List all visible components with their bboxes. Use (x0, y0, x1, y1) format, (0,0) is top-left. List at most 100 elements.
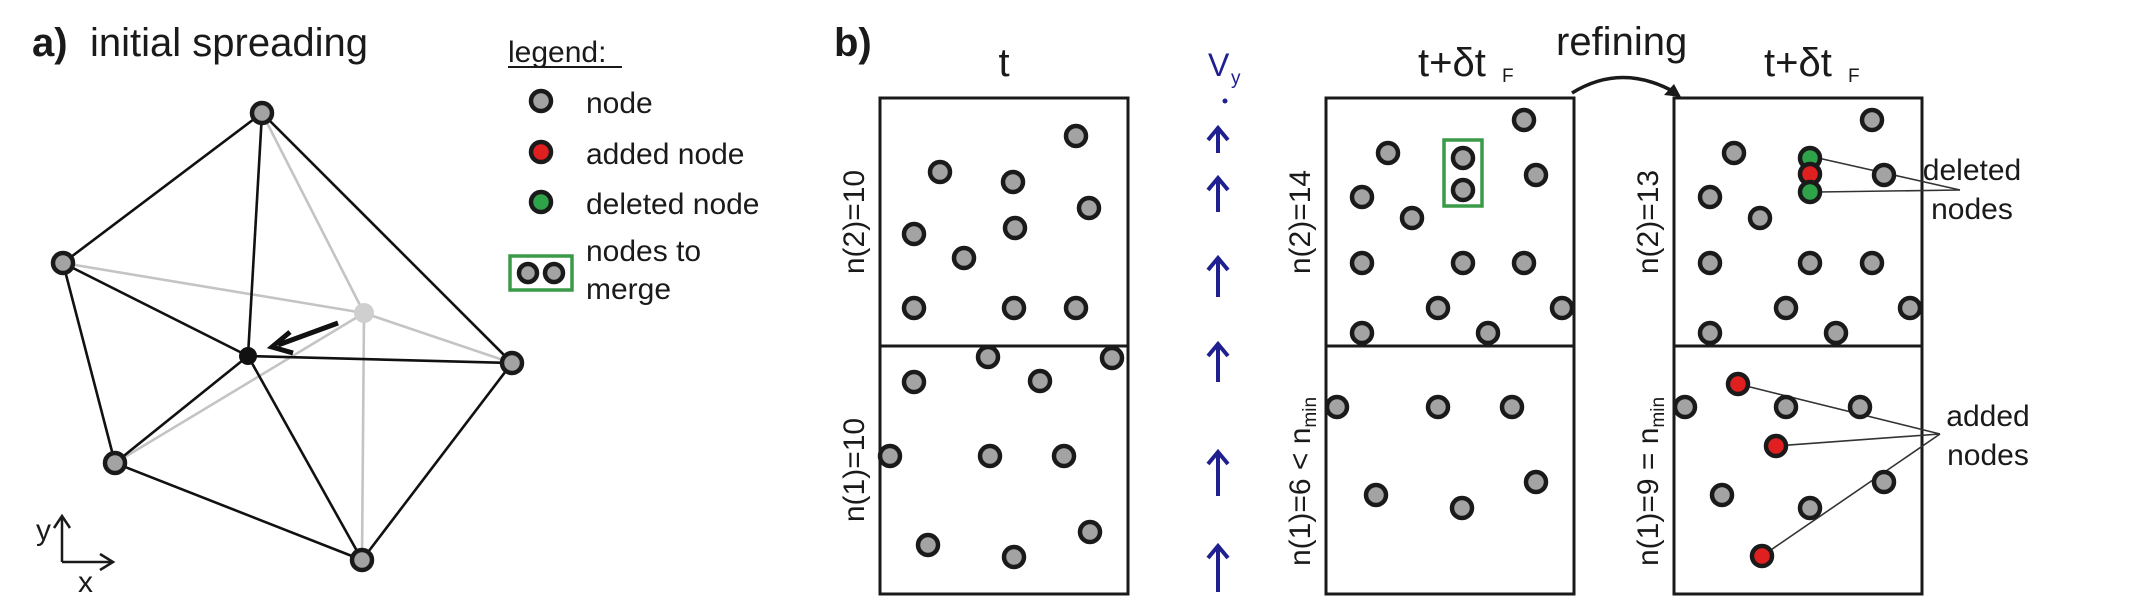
legend-merge-node (542, 261, 566, 285)
annotation-pointers (1737, 157, 1961, 557)
column-3-lower-count: n(1)=9 = nmin (1632, 397, 1669, 566)
legend-node-symbol (528, 88, 554, 114)
mesh-edge (62, 261, 249, 358)
node (1773, 394, 1799, 420)
node (901, 295, 927, 321)
column-1-title: t (998, 41, 1009, 85)
node (1349, 184, 1375, 210)
node (1549, 295, 1575, 321)
node (1697, 320, 1723, 346)
column-3-nodes (1672, 107, 1923, 569)
node (1697, 184, 1723, 210)
panel-b: b) t V y t+δt F refining t+δt F n(2)=10 … (834, 20, 2030, 596)
node (1697, 250, 1723, 276)
node (901, 221, 927, 247)
arrow-shaft (277, 320, 339, 348)
node (977, 443, 1003, 469)
legend-heading: legend: (508, 36, 606, 69)
node (1425, 394, 1451, 420)
node (1450, 145, 1476, 171)
velocity-arrowhead (1206, 542, 1230, 560)
node (915, 532, 941, 558)
node (1449, 495, 1475, 521)
velocity-arrowhead (1206, 340, 1230, 358)
previous-edge (260, 112, 366, 314)
node (1523, 469, 1549, 495)
mesh-edge (360, 362, 514, 561)
panel-a-letter: a) (32, 21, 68, 65)
velocity-symbol: V (1208, 47, 1230, 83)
column-3-title: t+δt (1764, 41, 1832, 85)
node (1450, 250, 1476, 276)
displacement-arrow (266, 320, 339, 356)
node (1871, 469, 1897, 495)
node (1523, 162, 1549, 188)
node (951, 245, 977, 271)
node (877, 443, 903, 469)
node (1324, 394, 1350, 420)
mesh-edge (62, 111, 263, 265)
node (1773, 295, 1799, 321)
panel-a-title: initial spreading (90, 21, 368, 65)
legend-added-node-label: added node (586, 138, 745, 171)
column-1-nodes (877, 123, 1125, 570)
node (1002, 215, 1028, 241)
node (1375, 140, 1401, 166)
node (1499, 394, 1525, 420)
legend-deleted-node-label: deleted node (586, 188, 760, 221)
node (1349, 320, 1375, 346)
legend-node-label: node (586, 87, 653, 120)
mesh-node (249, 100, 275, 126)
node (1099, 345, 1125, 371)
y-axis-arrowhead (52, 513, 72, 529)
column-3-upper-count: n(2)=13 (1632, 170, 1665, 274)
node (1511, 107, 1537, 133)
velocity-dot (1222, 98, 1228, 104)
added-node (1725, 371, 1751, 397)
deleted-pointer (1817, 189, 1961, 193)
node (901, 369, 927, 395)
current-mesh-edges (61, 111, 514, 562)
column-2-lower-count-main: n(1)=6 < n (1284, 428, 1317, 566)
column-2-title: t+δt (1418, 41, 1486, 85)
node (1001, 295, 1027, 321)
mesh-node (50, 250, 76, 276)
node (1511, 250, 1537, 276)
node (1797, 250, 1823, 276)
legend-added-node-symbol (528, 139, 554, 165)
node (975, 344, 1001, 370)
previous-node-position (354, 303, 374, 323)
column-3-lower-count-main: n(1)=9 = n (1632, 428, 1665, 566)
x-axis-label: x (78, 566, 93, 599)
added-pointer (1761, 433, 1941, 557)
node (1847, 394, 1873, 420)
previous-edge (360, 312, 366, 561)
previous-mesh-edges (62, 112, 513, 561)
deleted-nodes-label-line2: nodes (1931, 193, 2013, 226)
node (1349, 250, 1375, 276)
node (1363, 482, 1389, 508)
column-3-box (1672, 96, 1924, 596)
previous-edge (62, 261, 365, 315)
velocity-arrowhead (1206, 254, 1230, 272)
legend-merge-label-line1: nodes to (586, 235, 701, 268)
added-nodes-label-line2: nodes (1947, 439, 2029, 472)
velocity-arrowhead (1206, 448, 1230, 466)
merge-frame (1442, 138, 1484, 208)
node (1001, 544, 1027, 570)
node (1450, 177, 1476, 203)
mesh-edge (246, 355, 364, 561)
column-2-lower-count: n(1)=6 < nmin (1284, 397, 1321, 566)
node (1076, 195, 1102, 221)
node (1797, 495, 1823, 521)
axes-indicator: y x (36, 513, 116, 599)
mesh-edge (247, 354, 513, 365)
column-1-lower-count: n(1)=10 (838, 418, 871, 522)
column-2-box (1324, 96, 1576, 596)
node (1475, 320, 1501, 346)
refining-arrow (1571, 75, 1677, 95)
node (1063, 123, 1089, 149)
column-3-title-subscript: F (1848, 66, 1860, 87)
node (1027, 368, 1053, 394)
